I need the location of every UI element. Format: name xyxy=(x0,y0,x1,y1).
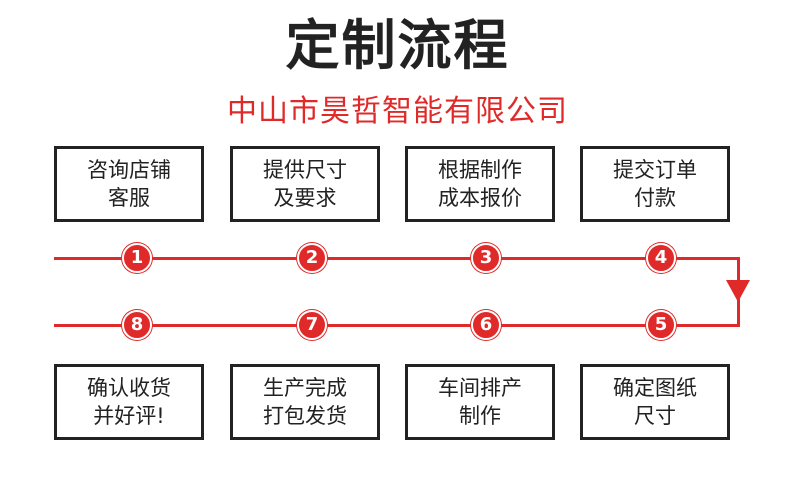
step-7-line1: 生产完成 xyxy=(263,376,347,400)
step-box-8: 确认收货 并好评! xyxy=(54,364,204,440)
step-number-7: 7 xyxy=(297,310,327,340)
flow-line-bottom xyxy=(54,324,740,327)
step-6-line2: 制作 xyxy=(459,404,501,428)
step-2-line2: 及要求 xyxy=(273,186,337,210)
step-1-line2: 客服 xyxy=(108,186,150,210)
step-number-5: 5 xyxy=(646,310,676,340)
step-8-line2: 并好评! xyxy=(93,404,165,428)
step-6-line1: 车间排产 xyxy=(438,376,522,400)
step-number-4: 4 xyxy=(646,243,676,273)
step-number-2: 2 xyxy=(297,243,327,273)
step-4-line1: 提交订单 xyxy=(613,158,697,182)
step-number-8: 8 xyxy=(122,310,152,340)
step-box-3: 根据制作 成本报价 xyxy=(405,146,555,222)
step-number-1: 1 xyxy=(122,243,152,273)
step-box-4: 提交订单 付款 xyxy=(580,146,730,222)
step-box-6: 车间排产 制作 xyxy=(405,364,555,440)
step-box-1: 咨询店铺 客服 xyxy=(54,146,204,222)
down-arrow-icon xyxy=(726,280,750,302)
step-3-line2: 成本报价 xyxy=(438,186,522,210)
step-box-2: 提供尺寸 及要求 xyxy=(230,146,380,222)
step-8-line1: 确认收货 xyxy=(87,376,171,400)
step-box-5: 确定图纸 尺寸 xyxy=(580,364,730,440)
flow-line-top xyxy=(54,257,740,260)
step-number-3: 3 xyxy=(471,243,501,273)
step-7-line2: 打包发货 xyxy=(263,404,347,428)
step-5-line1: 确定图纸 xyxy=(613,376,697,400)
step-2-line1: 提供尺寸 xyxy=(263,158,347,182)
page-title: 定制流程 xyxy=(285,14,510,77)
step-3-line1: 根据制作 xyxy=(438,158,522,182)
step-5-line2: 尺寸 xyxy=(634,404,676,428)
step-number-6: 6 xyxy=(471,310,501,340)
step-box-7: 生产完成 打包发货 xyxy=(230,364,380,440)
step-4-line2: 付款 xyxy=(634,186,676,210)
company-name: 中山市昊哲智能有限公司 xyxy=(227,94,568,129)
step-1-line1: 咨询店铺 xyxy=(87,158,171,182)
